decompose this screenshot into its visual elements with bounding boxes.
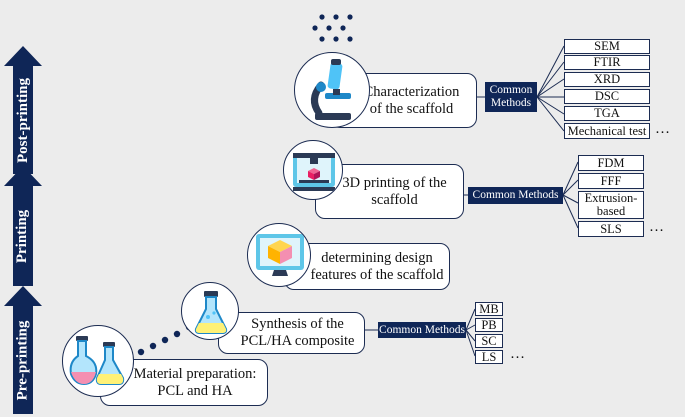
method-item: FDM	[578, 155, 644, 171]
method-item: Mechanical test	[564, 123, 650, 139]
step-synthesis: Synthesis of the PCL/HA composite	[218, 312, 365, 354]
method-item: LS	[475, 350, 503, 364]
step-icon-material	[62, 325, 134, 397]
step-icon-3d-printing	[283, 140, 343, 200]
pre-printing-arrow: Pre-printing	[4, 286, 42, 414]
method-item: FTIR	[564, 55, 650, 70]
common-methods-label-synthesis: Common Methods	[378, 322, 466, 338]
more-methods-ellipsis: …	[649, 219, 665, 235]
step-label-line2: PCL/HA composite	[240, 333, 355, 349]
up-arrow-icon	[4, 166, 42, 286]
more-methods-ellipsis: …	[510, 346, 526, 362]
step-label-line2: scaffold	[371, 191, 418, 208]
design-cube-icon	[256, 234, 304, 276]
step-label-line2: of the scaffold	[369, 100, 454, 117]
phase-label-printing: Printing	[14, 209, 31, 263]
method-item: SC	[475, 334, 503, 348]
method-item: Extrusion-based	[578, 191, 644, 219]
method-item: DSC	[564, 89, 650, 104]
method-item: FFF	[578, 173, 644, 189]
3d-printer-icon	[293, 153, 335, 191]
step-icon-design	[247, 223, 311, 287]
step-label-line1: Characterization	[363, 83, 460, 100]
step-label-line2: PCL and HA	[157, 382, 233, 399]
common-methods-label-characterization: Common Methods	[485, 82, 537, 112]
phase-label-pre-printing: Pre-printing	[14, 320, 31, 400]
step-label-line1: Material preparation:	[133, 365, 257, 382]
method-item: TGA	[564, 106, 650, 121]
printing-arrow: Printing	[4, 166, 42, 286]
method-item: SEM	[564, 39, 650, 54]
post-printing-arrow: Post-printing	[4, 46, 42, 174]
microscope-icon	[311, 59, 351, 120]
phase-label-post-printing: Post-printing	[14, 77, 31, 163]
common-methods-label-printing: Common Methods	[468, 187, 563, 204]
method-item: PB	[475, 318, 503, 332]
step-label-line1: determining design	[321, 249, 433, 266]
up-arrow-icon	[4, 46, 42, 174]
progress-dots	[137, 14, 353, 356]
step-icon-synthesis	[181, 282, 239, 340]
step-label-line1: Synthesis of the	[251, 316, 344, 332]
method-item: MB	[475, 302, 503, 316]
step-label-line1: 3D printing of the	[342, 174, 447, 191]
flask-icon	[194, 291, 228, 334]
up-arrow-icon	[4, 286, 42, 414]
step-label-line2: features of the scaffold	[310, 266, 444, 283]
chemistry-flasks-icon	[69, 336, 125, 386]
method-item: SLS	[578, 221, 644, 237]
method-item: XRD	[564, 72, 650, 87]
more-methods-ellipsis: …	[655, 121, 671, 137]
step-design-features: determining design features of the scaff…	[284, 243, 450, 290]
step-icon-characterization	[294, 52, 370, 128]
